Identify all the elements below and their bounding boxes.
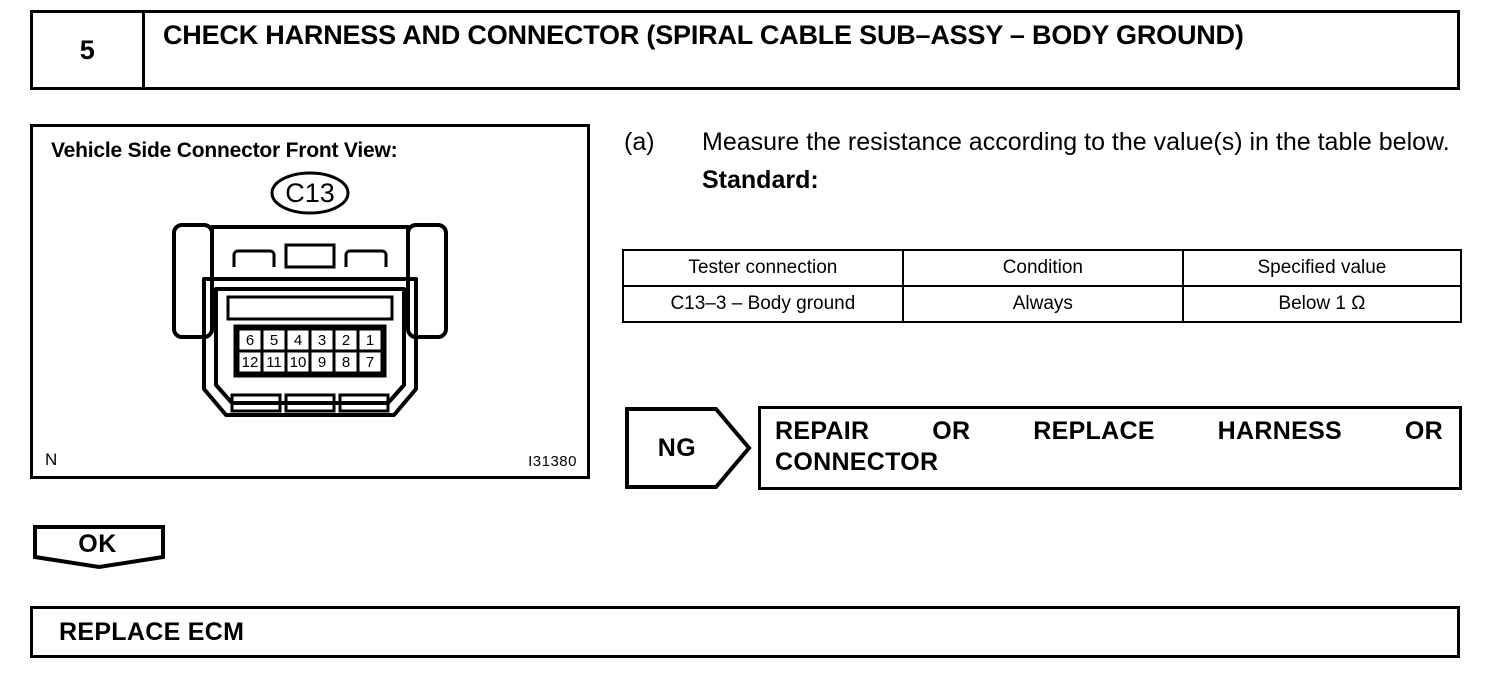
pin-label-5: 5	[270, 332, 278, 349]
header-tester-connection: Tester connection	[622, 249, 904, 287]
ok-chevron-shape	[33, 525, 165, 570]
table-header-row: Tester connection Condition Specified va…	[622, 249, 1463, 287]
pin-label-7: 7	[366, 354, 374, 371]
skirt-slot-center	[284, 393, 336, 413]
connector-id-label: C13	[285, 178, 335, 208]
ng-action-line-1: REPAIR OR REPLACE HARNESS OR	[775, 417, 1443, 445]
skirt-slot-right	[338, 393, 390, 413]
ng-result-row: NG REPAIR OR REPLACE HARNESS OR CONNECTO…	[624, 406, 1462, 490]
pin-grid-outline	[233, 324, 387, 378]
ng-arrow-shape	[625, 407, 752, 489]
connector-id-oval	[270, 171, 350, 215]
connector-figure-panel: Vehicle Side Connector Front View: C13	[30, 124, 590, 479]
step-header-box: 5 CHECK HARNESS AND CONNECTOR (SPIRAL CA…	[30, 10, 1460, 90]
cell-specified-value: Below 1 Ω	[1181, 285, 1463, 323]
ok-badge: OK	[32, 524, 166, 570]
cell-condition: Always	[901, 285, 1184, 323]
pin-label-4: 4	[294, 332, 302, 349]
connector-latch-shelf	[210, 225, 410, 281]
table-row: C13–3 – Body ground Always Below 1 Ω	[622, 285, 1463, 323]
ng-action-line-2: CONNECTOR	[775, 448, 939, 476]
ng-badge-label: NG	[657, 433, 697, 462]
connector-keyway-bar	[226, 295, 394, 321]
pin-label-8: 8	[342, 354, 350, 371]
ng-action-text: REPAIR OR REPLACE HARNESS OR CONNECTOR	[761, 409, 1459, 478]
step-number-cell: 5	[33, 13, 145, 87]
specification-table: Tester connection Condition Specified va…	[622, 249, 1463, 323]
pin-label-11: 11	[266, 354, 282, 371]
latch-detail-left	[232, 249, 276, 267]
figure-caption: Vehicle Side Connector Front View:	[51, 139, 398, 162]
ng-badge: NG	[624, 406, 752, 490]
skirt-slot-left	[230, 393, 282, 413]
pin-label-3: 3	[318, 332, 326, 349]
step-number: 5	[79, 34, 96, 65]
pin-label-1: 1	[366, 332, 374, 349]
pin-label-6: 6	[246, 332, 254, 349]
cell-tester-connection: C13–3 – Body ground	[622, 285, 904, 323]
final-action-box: REPLACE ECM	[30, 606, 1460, 658]
figure-note: N	[45, 450, 58, 469]
pin-label-12: 12	[242, 354, 259, 371]
step-title-cell: CHECK HARNESS AND CONNECTOR (SPIRAL CABL…	[145, 13, 1457, 87]
instruction-marker: (a)	[624, 128, 655, 156]
figure-id-code: I31380	[528, 453, 577, 470]
step-title: CHECK HARNESS AND CONNECTOR (SPIRAL CABL…	[163, 20, 1244, 50]
latch-detail-right	[344, 249, 388, 267]
ok-badge-label: OK	[78, 529, 117, 558]
pin-label-2: 2	[342, 332, 350, 349]
ng-action-box: REPAIR OR REPLACE HARNESS OR CONNECTOR	[758, 406, 1462, 490]
header-specified-value: Specified value	[1181, 249, 1463, 287]
connector-housing-body	[202, 277, 418, 417]
header-condition: Condition	[901, 249, 1184, 287]
pin-label-9: 9	[318, 354, 326, 371]
pin-label-10: 10	[290, 354, 307, 371]
final-action-text: REPLACE ECM	[59, 617, 245, 646]
latch-detail-center	[284, 243, 336, 269]
instruction-row: (a) Measure the resistance according to …	[624, 122, 1464, 162]
instruction-block: (a) Measure the resistance according to …	[624, 122, 1464, 198]
instruction-text: Measure the resistance according to the …	[702, 128, 1450, 156]
standard-label: Standard:	[702, 166, 819, 194]
